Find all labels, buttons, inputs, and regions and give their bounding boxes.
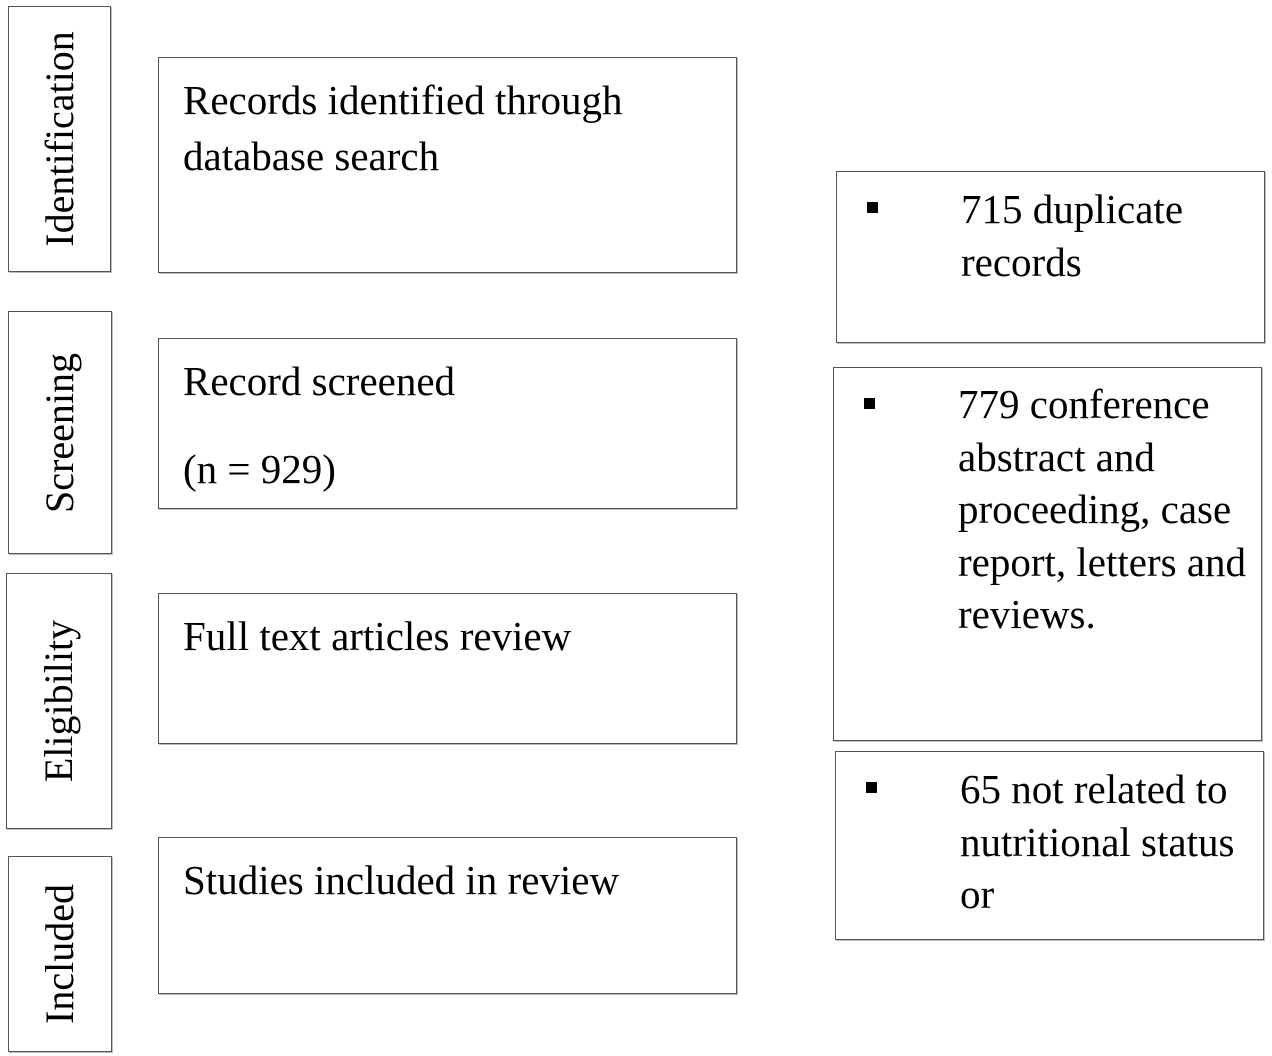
full-text-review-box: Full text articles review [158,593,737,744]
stage-identification: Identification [8,6,111,272]
exclusion-duplicates-box: 715 duplicate records [836,171,1265,343]
bullet-icon [867,202,878,213]
exclusion-duplicates-text: 715 duplicate records [961,186,1184,285]
stage-eligibility-label: Eligibility [36,619,81,783]
records-screened-text: Record screened [183,358,456,404]
bullet-icon [866,782,877,793]
bullet-icon [864,398,875,409]
studies-included-box: Studies included in review [158,837,737,994]
exclusion-not-related-text: 65 not related to nutritional status or [960,766,1235,917]
stage-screening-label: Screening [37,352,82,513]
stage-identification-label: Identification [36,31,82,247]
exclusion-conference-text: 779 conference abstract and proceeding, … [958,381,1247,637]
exclusion-not-related-box: 65 not related to nutritional status or [835,751,1264,940]
records-screened-box: Record screened (n = 929) [158,338,737,509]
stage-eligibility: Eligibility [6,573,112,829]
screened-count-text: (n = 929) [183,446,336,492]
stage-included-label: Included [37,884,82,1024]
stage-screening: Screening [8,311,112,554]
full-text-review-text: Full text articles review [183,613,572,659]
records-identified-box: Records identified through database sear… [158,57,737,273]
studies-included-text: Studies included in review [183,857,620,903]
exclusion-conference-box: 779 conference abstract and proceeding, … [833,367,1262,741]
records-identified-text: Records identified through database sear… [183,77,623,179]
stage-included: Included [8,856,112,1052]
